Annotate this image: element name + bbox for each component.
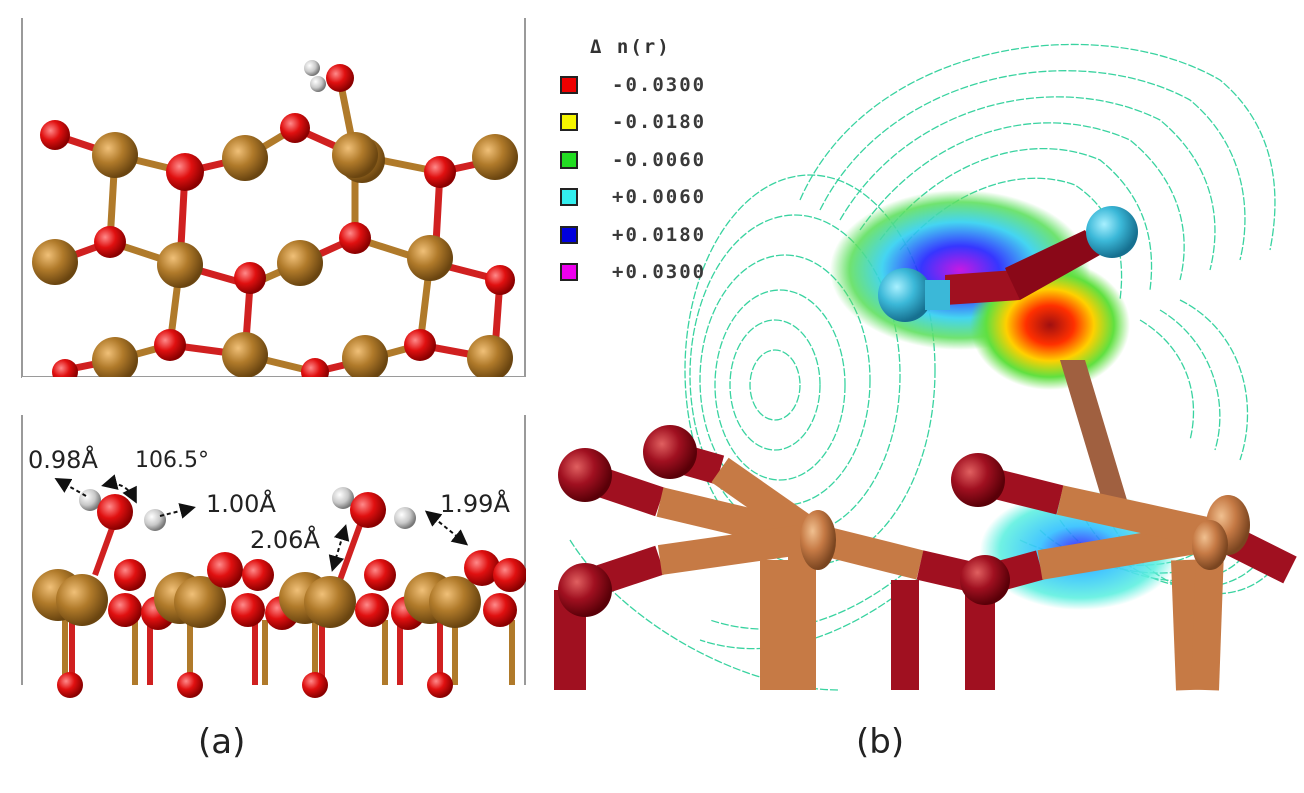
legend-value: +0.0300 (612, 261, 707, 284)
frame-right (524, 18, 526, 378)
legend-swatch-yellow (560, 113, 578, 132)
legend-value: -0.0180 (612, 111, 707, 134)
caption-b: (b) (856, 722, 905, 762)
legend-item: -0.0060 (560, 141, 706, 179)
legend-item: +0.0300 (560, 254, 706, 292)
legend-swatch-magenta (560, 263, 578, 282)
legend-value: -0.0300 (612, 73, 707, 96)
legend-item: -0.0180 (560, 104, 706, 142)
frame-left (21, 18, 23, 378)
panel-a-top-view (0, 0, 540, 390)
legend: Δ n(r) -0.0300 -0.0180 -0.0060 +0.0060 +… (560, 36, 706, 291)
legend-item: +0.0060 (560, 179, 706, 217)
side-view-structure (21, 415, 540, 700)
legend-swatch-red (560, 75, 578, 94)
legend-value: -0.0060 (612, 148, 707, 171)
legend-value: +0.0180 (612, 223, 707, 246)
panel-a-side-view: 0.98Å 106.5° 1.00Å 2.06Å 1.99Å (0, 400, 540, 700)
oh-bond-length-1: 0.98Å (28, 446, 98, 474)
legend-value: +0.0060 (612, 186, 707, 209)
metal-oxygen-distance: 2.06Å (250, 526, 320, 554)
oh-bond-length-2: 1.00Å (206, 490, 276, 518)
legend-swatch-cyan (560, 188, 578, 207)
hydrogen-bond-distance: 1.99Å (440, 490, 510, 518)
legend-swatch-blue (560, 225, 578, 244)
legend-item: -0.0300 (560, 66, 706, 104)
top-view-structure (22, 60, 526, 390)
legend-swatch-green (560, 150, 578, 169)
charge-density-plot (554, 43, 1297, 691)
legend-title: Δ n(r) (590, 36, 671, 58)
legend-item: +0.0180 (560, 216, 706, 254)
panel-b-charge-density: Δ n(r) -0.0300 -0.0180 -0.0060 +0.0060 +… (540, 0, 1304, 700)
hoh-angle: 106.5° (135, 448, 209, 473)
caption-a: (a) (198, 722, 246, 762)
